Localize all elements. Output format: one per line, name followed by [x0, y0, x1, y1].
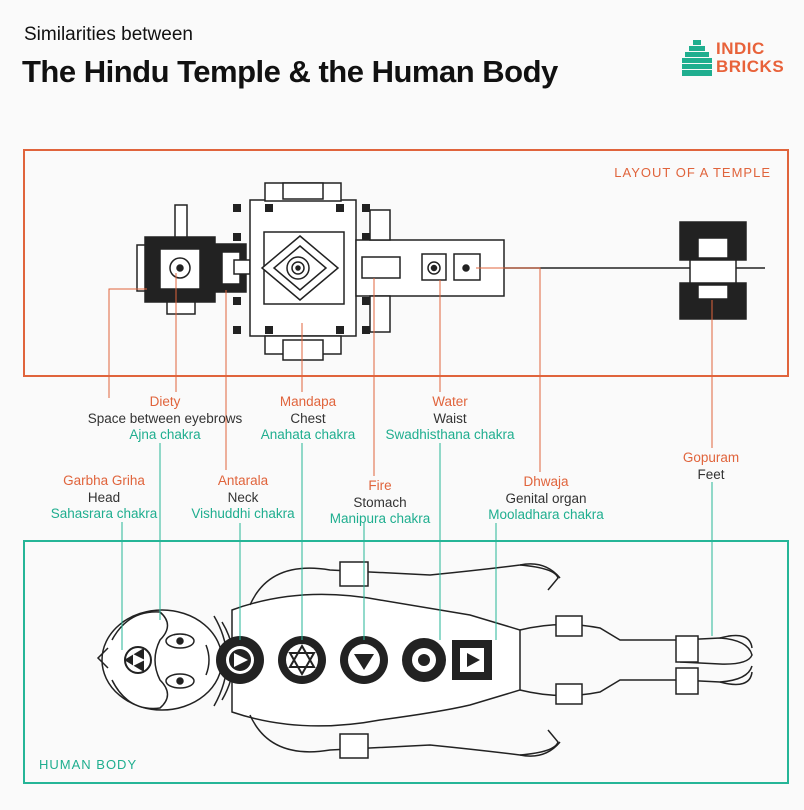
temple-part: Antarala [217, 473, 269, 488]
chakra-manipura-icon [340, 636, 388, 684]
temple-part: Water [432, 394, 468, 409]
chakra-swadhisthana-icon [402, 638, 446, 682]
label-water: Water Waist Swadhisthana chakra [385, 394, 514, 444]
indic-bricks-logo: INDIC BRICKS [682, 40, 790, 76]
temple-panel-label: LAYOUT OF A TEMPLE [614, 165, 771, 180]
logo-line-1: INDIC [716, 39, 765, 58]
logo-line-2: BRICKS [716, 57, 785, 76]
chakra-name: Swadhisthana chakra [385, 427, 515, 442]
label-antarala: Antarala Neck Vishuddhi chakra [191, 473, 294, 523]
body-part: Chest [290, 410, 326, 426]
body-part: Feet [697, 466, 725, 482]
temple-part: Dhwaja [523, 474, 569, 489]
body-panel-label: HUMAN BODY [39, 757, 138, 772]
temple-part: Diety [149, 394, 181, 409]
chakra-name: Manipura chakra [329, 511, 431, 526]
subtitle: Similarities between [24, 24, 193, 45]
chakra-name: Ajna chakra [129, 427, 201, 442]
label-fire: Fire Stomach Manipura chakra [330, 478, 431, 528]
chakra-name: Mooladhara chakra [488, 507, 604, 522]
temple-part: Garbha Griha [63, 473, 145, 488]
body-part: Neck [227, 489, 259, 505]
logo-temple-icon [682, 40, 712, 76]
label-diety: Diety Space between eyebrows Ajna chakra [88, 394, 243, 444]
chakra-name: Sahasrara chakra [50, 506, 158, 521]
body-part: Stomach [353, 494, 407, 510]
temple-part: Gopuram [682, 450, 740, 465]
chakra-sahasrara-icon [124, 646, 152, 674]
label-mandapa: Mandapa Chest Anahata chakra [261, 394, 356, 444]
temple-part: Fire [368, 478, 392, 493]
label-garbha-griha: Garbha Griha Head Sahasrara chakra [51, 473, 158, 523]
body-part: Head [87, 489, 121, 505]
chakra-name: Vishuddhi chakra [191, 506, 295, 521]
body-part: Genital organ [505, 490, 587, 506]
chakra-name: Anahata chakra [260, 427, 356, 442]
page-title: The Hindu Temple & the Human Body [22, 54, 558, 89]
temple-part: Mandapa [279, 394, 337, 409]
human-body-panel: HUMAN BODY [23, 540, 789, 784]
chakra-mooladhara-icon [452, 640, 492, 680]
chakra-anahata-icon [278, 636, 326, 684]
chakra-vishuddhi-icon [216, 636, 264, 684]
label-dhwaja: Dhwaja Genital organ Mooladhara chakra [488, 474, 604, 524]
body-part: Waist [433, 410, 467, 426]
temple-layout-panel: LAYOUT OF A TEMPLE [23, 149, 789, 377]
body-part: Space between eyebrows [87, 410, 243, 426]
label-gopuram: Gopuram Feet [683, 450, 739, 483]
